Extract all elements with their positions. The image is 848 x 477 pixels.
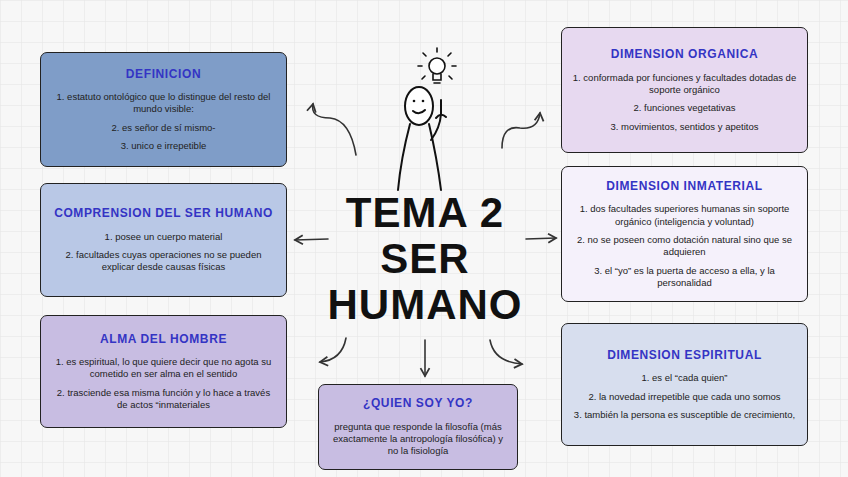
- box-item: 1. posee un cuerpo material: [51, 231, 276, 243]
- box-item: 1. conformada por funciones y facultades…: [572, 72, 797, 97]
- topic-box: COMPRENSION DEL SER HUMANO 1. posee un cu…: [40, 183, 287, 297]
- box-item: 2. trasciende esa misma función y lo hac…: [51, 387, 276, 412]
- topic-box: DIMENSION INMATERIAL 1. dos facultades su…: [561, 166, 808, 302]
- map-title: TEMA 2 SER HUMANO: [325, 190, 525, 329]
- box-heading: DIMENSION ORGANICA: [572, 47, 797, 63]
- box-heading: DIMENSION INMATERIAL: [572, 179, 797, 195]
- box-item: pregunta que responde la filosofía (más …: [329, 421, 507, 458]
- box-item: 1. es espiritual, lo que quiere decir qu…: [51, 356, 276, 381]
- box-heading: COMPRENSION DEL SER HUMANO: [51, 206, 276, 222]
- box-item: 2. funciones vegetativas: [572, 102, 797, 114]
- topic-box: ALMA DEL HOMBRE 1. es espiritual, lo que …: [40, 315, 287, 428]
- box-heading: ALMA DEL HOMBRE: [51, 332, 276, 348]
- box-item: 3. el “yo” es la puerta de acceso a ella…: [572, 265, 797, 290]
- box-item: 2. no se poseen como dotación natural si…: [572, 234, 797, 259]
- box-item: 1. estatuto ontológico que lo distingue …: [51, 91, 276, 116]
- topic-box: DIMENSION ORGANICA 1. conformada por func…: [561, 27, 808, 153]
- box-item: 2. la novedad irrepetible que cada uno s…: [572, 391, 797, 403]
- box-item: 3. también la persona es susceptible de …: [572, 409, 797, 421]
- stick-figure: [398, 87, 446, 190]
- box-item: 3. unico e irrepetible: [51, 140, 276, 152]
- topic-box: DEFINICION 1. estatuto ontológico que lo …: [40, 52, 287, 167]
- lightbulb: [418, 48, 456, 83]
- box-item: 2. facultades cuyas operaciones no se pu…: [51, 249, 276, 274]
- pointer-arrows: [295, 104, 556, 376]
- box-heading: ¿QUIEN SOY YO?: [329, 396, 507, 412]
- topic-box: DIMENSION ESPIRITUAL 1. es el “cada quien…: [561, 323, 808, 446]
- box-item: 2. es señor de sí mismo-: [51, 122, 276, 134]
- box-heading: DEFINICION: [51, 67, 276, 83]
- topic-box: ¿QUIEN SOY YO? pregunta que responde la f…: [318, 384, 518, 470]
- box-heading: DIMENSION ESPIRITUAL: [572, 348, 797, 364]
- box-item: 3. movimientos, sentidos y apetitos: [572, 121, 797, 133]
- box-item: 1. dos facultades superiores humanas sin…: [572, 203, 797, 228]
- box-item: 1. es el “cada quien”: [572, 372, 797, 384]
